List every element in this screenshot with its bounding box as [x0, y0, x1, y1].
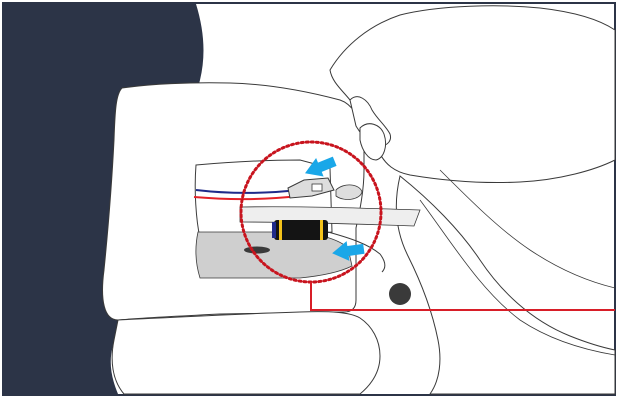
leader-line — [310, 282, 615, 311]
grommet-spot — [389, 283, 411, 305]
right-panel-outline — [395, 175, 616, 395]
connector-band-right — [320, 220, 323, 240]
upper-arrow-icon — [305, 156, 337, 177]
trailing-cable — [327, 231, 386, 273]
finger-outline-2 — [359, 123, 387, 161]
clip-connector — [287, 177, 335, 199]
blue-wire — [195, 189, 299, 194]
connector-end-cap — [272, 222, 276, 238]
base-hole — [244, 246, 270, 254]
red-wire — [193, 195, 301, 201]
clip-tab — [335, 184, 363, 200]
inline-connector — [274, 220, 328, 240]
lower-arrow-icon — [332, 241, 365, 261]
connector-band-left — [279, 220, 282, 240]
right-inner-line-2 — [439, 169, 616, 289]
clip-connector-detail — [311, 183, 323, 192]
lower-body-outline — [111, 311, 381, 395]
right-inner-line — [419, 199, 616, 356]
